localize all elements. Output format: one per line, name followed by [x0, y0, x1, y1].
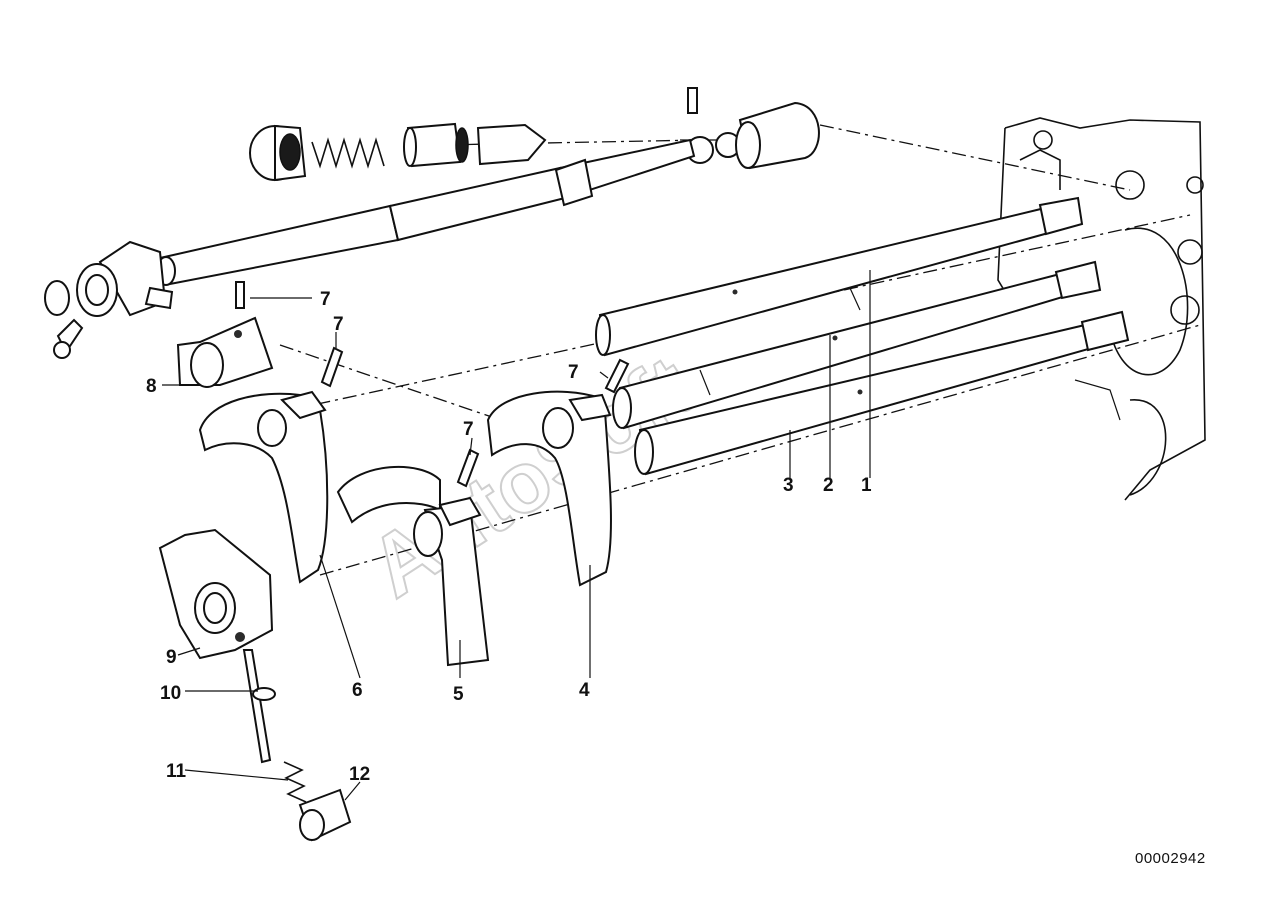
callout-7-fork4: 7: [568, 362, 579, 383]
gearbox-housing: [997, 117, 1206, 501]
detent-plunger: [242, 649, 352, 842]
callout-10: 10: [160, 683, 181, 704]
callout-5: 5: [453, 684, 464, 705]
drawing-code: 00002942: [1135, 850, 1206, 867]
selector-block-9: [158, 528, 274, 660]
bushing-8: [176, 316, 274, 388]
callout-7-fork5: 7: [463, 419, 474, 440]
callout-12: 12: [349, 764, 370, 785]
callout-1: 1: [861, 475, 872, 496]
callout-7-bushing: 7: [333, 314, 344, 335]
callout-8: 8: [146, 376, 157, 397]
callout-11: 11: [166, 761, 187, 782]
shift-fork-6: [198, 390, 329, 584]
pins-7: [235, 281, 630, 488]
callout-6: 6: [352, 680, 363, 701]
selector-rods: [595, 196, 1130, 476]
upper-selector-rod: [44, 138, 696, 359]
callout-7-top: 7: [320, 289, 331, 310]
callout-9: 9: [166, 647, 177, 668]
callout-3: 3: [783, 475, 794, 496]
callout-4: 4: [579, 680, 590, 701]
shift-fork-5: [336, 465, 490, 667]
leader-lines: [162, 270, 871, 801]
callout-labels: 1 2 3 4 5 6 7 7 7 7 8 9 10 11 12: [146, 289, 872, 785]
callout-2: 2: [823, 475, 834, 496]
shift-fork-4: [486, 390, 612, 587]
detent-assembly: [249, 87, 820, 182]
